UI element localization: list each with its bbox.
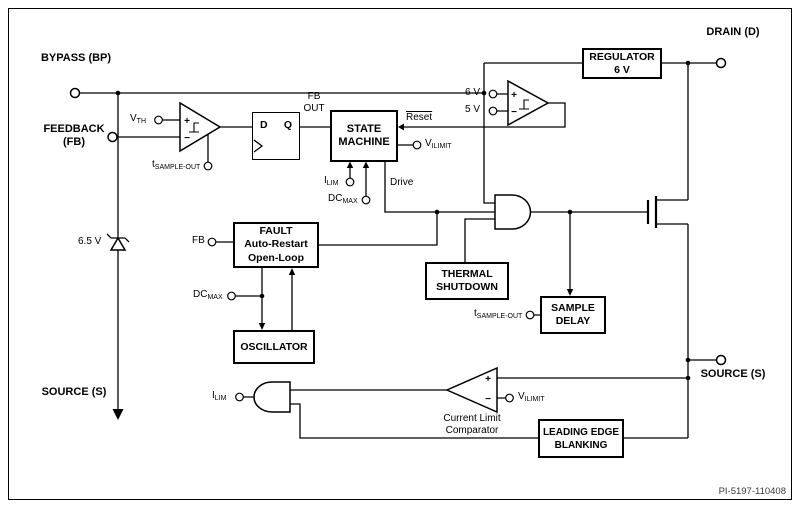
tsample-clock-node xyxy=(203,161,213,171)
fb-out-label: FB OUT xyxy=(303,91,325,114)
ilim-input-node xyxy=(345,177,355,187)
tsample-delay-node xyxy=(525,310,535,320)
ref-6v-label: 6 V xyxy=(464,87,480,98)
flip-flop-block: D Q xyxy=(252,112,300,160)
drain-terminal xyxy=(715,57,727,69)
minus-glyph: − xyxy=(511,107,517,118)
minus-glyph: − xyxy=(485,394,491,405)
tsample-clock-label: tSAMPLE-OUT xyxy=(152,159,201,171)
vth-node xyxy=(154,115,163,125)
vilimit-cmp-label: VILIMIT xyxy=(518,391,545,403)
vilimit-output-node xyxy=(412,140,422,150)
fb-fault-label: FB xyxy=(192,235,205,246)
plus-glyph: + xyxy=(184,116,190,127)
current-limit-comparator-label: Current Limit Comparator xyxy=(443,413,501,436)
state-machine-block: STATE MACHINE xyxy=(330,110,398,162)
source-right-terminal xyxy=(715,354,727,366)
oscillator-block: OSCILLATOR xyxy=(233,330,315,364)
zener-diode xyxy=(106,233,130,251)
dcmax-input-node xyxy=(361,195,371,205)
feedback-terminal xyxy=(107,131,118,143)
source-left-terminal-label: SOURCE (S) xyxy=(41,386,107,398)
diagram-frame xyxy=(8,8,792,500)
part-code: PI-5197-110408 xyxy=(718,486,786,497)
junction-dots xyxy=(115,60,691,381)
ilim-output-node xyxy=(235,392,244,402)
current-limit-comparator: + − xyxy=(445,366,498,414)
bypass-comparator: + − xyxy=(507,79,550,127)
sample-delay-block: SAMPLE DELAY xyxy=(540,296,606,334)
wires xyxy=(79,62,717,439)
hysteresis-icon xyxy=(519,99,529,110)
ilim-gate-label: ILIM xyxy=(212,390,227,402)
source-right-terminal-label: SOURCE (S) xyxy=(700,368,766,380)
dcmax-state-label: DCMAX xyxy=(328,193,358,205)
vilimit-cmp-node xyxy=(505,393,514,403)
clock-icon xyxy=(253,139,264,153)
dcmax-fault-label: DCMAX xyxy=(193,289,223,301)
leading-edge-blanking-block: LEADING EDGE BLANKING xyxy=(538,419,624,458)
bypass-terminal-label: BYPASS (BP) xyxy=(40,52,112,64)
and-gate-ilim xyxy=(253,381,291,413)
minus-glyph: − xyxy=(184,133,190,144)
fault-block: FAULT Auto-Restart Open-Loop xyxy=(233,222,319,268)
plus-glyph: + xyxy=(485,374,491,385)
feedback-comparator: + − xyxy=(179,101,222,153)
dcmax-fault-node xyxy=(227,291,236,301)
fb-fault-node xyxy=(207,237,217,247)
tsample-delay-label: tSAMPLE-OUT xyxy=(474,308,523,320)
bypass-terminal xyxy=(69,87,81,99)
vilimit-state-label: VILIMIT xyxy=(425,138,452,150)
ilim-state-label: ILIM xyxy=(324,175,339,187)
vth-label: VTH xyxy=(130,113,147,125)
ref-5v-node xyxy=(488,106,498,116)
and-gate-main xyxy=(494,194,532,230)
ref-6v-node xyxy=(488,89,498,99)
arrowheads xyxy=(112,123,574,420)
thermal-shutdown-block: THERMAL SHUTDOWN xyxy=(425,262,509,300)
feedback-terminal-label: FEEDBACK (FB) xyxy=(43,123,105,148)
mosfet xyxy=(646,196,658,228)
ref-5v-label: 5 V xyxy=(464,104,480,115)
zener-voltage-label: 6.5 V xyxy=(78,236,102,247)
hysteresis-icon xyxy=(189,122,199,133)
drain-terminal-label: DRAIN (D) xyxy=(706,26,760,38)
regulator-block: REGULATOR 6 V xyxy=(582,48,662,79)
reset-label: Reset xyxy=(406,112,433,123)
drive-label: Drive xyxy=(390,177,414,188)
plus-glyph: + xyxy=(511,90,517,101)
